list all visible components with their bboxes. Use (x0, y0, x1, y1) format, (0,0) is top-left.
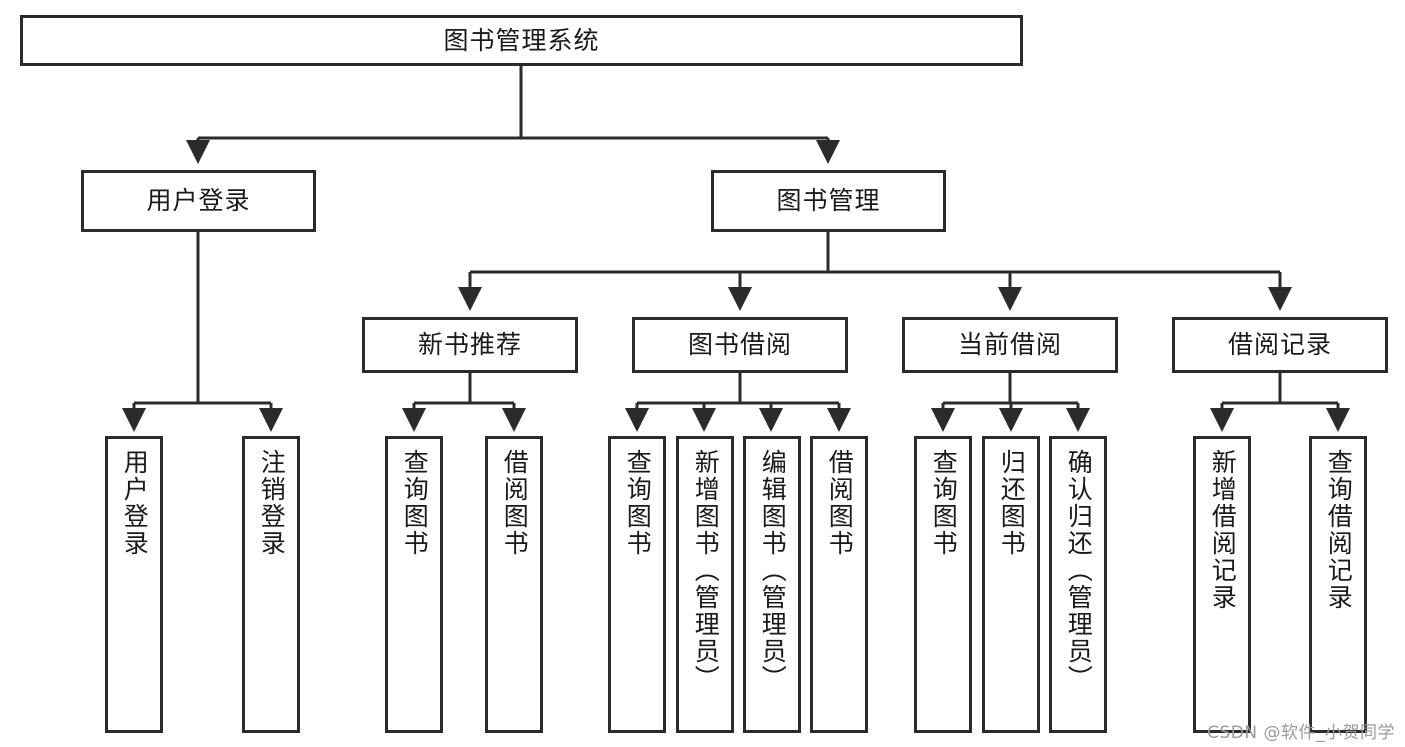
leaf-user-login[interactable]: 用户登录 (105, 436, 163, 733)
node-user-login[interactable]: 用户登录 (81, 170, 316, 232)
leaf-query-book-2[interactable]: 查询图书 (608, 436, 666, 733)
node-root[interactable]: 图书管理系统 (20, 15, 1023, 66)
csdn-watermark: CSDN @软件_小贺同学 (1207, 723, 1395, 743)
leaf-return-book-label: 归还图书 (997, 449, 1027, 557)
leaf-query-book-2-label: 查询图书 (623, 449, 653, 557)
leaf-query-book-1-label: 查询图书 (400, 449, 430, 557)
node-current-borrow-label: 当前借阅 (957, 330, 1062, 360)
node-book-borrow-label: 图书借阅 (687, 330, 792, 360)
leaf-logout-login-label: 注销登录 (257, 449, 287, 557)
leaf-query-record[interactable]: 查询借阅记录 (1309, 436, 1367, 733)
node-book-manage-label: 图书管理 (776, 186, 881, 216)
leaf-borrow-book-1-label: 借阅图书 (500, 449, 530, 557)
node-current-borrow[interactable]: 当前借阅 (902, 317, 1118, 373)
leaf-add-book[interactable]: 新增图书（管理员） (676, 436, 734, 733)
node-new-book-recommend[interactable]: 新书推荐 (362, 317, 578, 373)
leaf-user-login-label: 用户登录 (120, 449, 150, 557)
node-book-manage[interactable]: 图书管理 (711, 170, 946, 232)
leaf-add-record[interactable]: 新增借阅记录 (1193, 436, 1251, 733)
leaf-borrow-book-2[interactable]: 借阅图书 (810, 436, 868, 733)
leaf-query-book-3[interactable]: 查询图书 (914, 436, 972, 733)
leaf-add-book-label: 新增图书（管理员） (691, 449, 721, 692)
leaf-query-book-3-label: 查询图书 (929, 449, 959, 557)
leaf-borrow-book-1[interactable]: 借阅图书 (485, 436, 543, 733)
leaf-confirm-return-label: 确认归还（管理员） (1064, 449, 1094, 692)
node-root-label: 图书管理系统 (443, 25, 600, 55)
leaf-edit-book[interactable]: 编辑图书（管理员） (743, 436, 801, 733)
leaf-query-record-label: 查询借阅记录 (1324, 449, 1354, 611)
node-borrow-record[interactable]: 借阅记录 (1172, 317, 1388, 373)
node-book-borrow[interactable]: 图书借阅 (632, 317, 848, 373)
leaf-query-book-1[interactable]: 查询图书 (385, 436, 443, 733)
leaf-logout-login[interactable]: 注销登录 (242, 436, 300, 733)
leaf-edit-book-label: 编辑图书（管理员） (758, 449, 788, 692)
leaf-return-book[interactable]: 归还图书 (982, 436, 1040, 733)
leaf-borrow-book-2-label: 借阅图书 (825, 449, 855, 557)
leaf-add-record-label: 新增借阅记录 (1208, 449, 1238, 611)
node-user-login-label: 用户登录 (146, 186, 251, 216)
leaf-confirm-return[interactable]: 确认归还（管理员） (1049, 436, 1107, 733)
node-new-book-recommend-label: 新书推荐 (417, 330, 522, 360)
node-borrow-record-label: 借阅记录 (1227, 330, 1332, 360)
